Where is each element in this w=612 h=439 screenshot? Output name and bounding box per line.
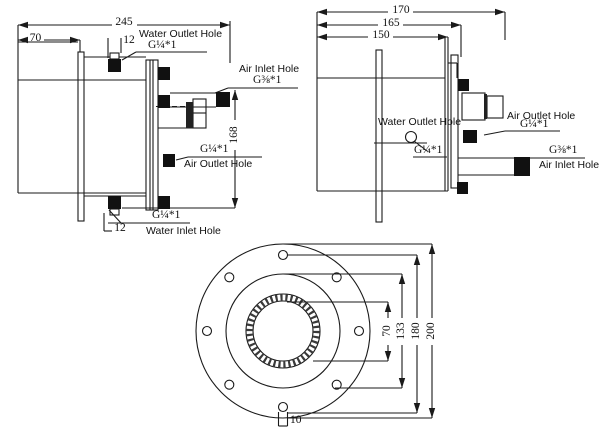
left-view-ports (108, 59, 230, 209)
water-inlet-hole-label: Water Inlet Hole (146, 225, 221, 237)
water-outlet-spec-label: G¼*1 (148, 39, 177, 51)
right-water-outlet-spec-label: G¼*1 (414, 144, 443, 156)
right-air-inlet-spec-label: G⅜*1 (549, 144, 578, 156)
dim-245-label: 245 (115, 16, 133, 28)
right-view-linework (316, 8, 585, 223)
dim-170-label: 170 (392, 4, 410, 16)
dim-flange-70-label: 70 (381, 325, 393, 337)
air-inlet-hole-label: Air Inlet Hole (239, 63, 300, 75)
air-outlet-spec-label: G¼*1 (200, 143, 229, 155)
dim-flange-200-label: 200 (425, 322, 437, 340)
dim-12-top-label: 12 (123, 34, 135, 46)
right-water-outlet-hole-label: Water Outlet Hole (378, 116, 462, 128)
dim-70-label: 70 (29, 32, 42, 44)
dim-150-label: 150 (372, 29, 390, 41)
bottom-view-linework (195, 243, 436, 427)
right-air-inlet-hole-label: Air Inlet Hole (539, 159, 600, 171)
water-outlet-hole-label: Water Outlet Hole (139, 28, 223, 40)
right-view-ports (457, 79, 530, 194)
water-inlet-spec-label: G¼*1 (152, 209, 181, 221)
dim-flange-10-label: 10 (290, 414, 302, 426)
air-inlet-spec-label: G⅜*1 (253, 74, 282, 86)
dim-flange-133-label: 133 (395, 322, 407, 340)
right-air-outlet-hole-label: Air Outlet Hole (507, 110, 576, 122)
air-outlet-hole-label: Air Outlet Hole (184, 158, 253, 170)
right-air-outlet-spec-label: G¼*1 (520, 118, 549, 130)
dim-12-bottom-label: 12 (114, 222, 126, 234)
dim-168-label: 168 (228, 126, 240, 144)
dim-165-label: 165 (382, 17, 400, 29)
left-view-linework (17, 21, 298, 232)
dim-flange-180-label: 180 (410, 322, 422, 340)
